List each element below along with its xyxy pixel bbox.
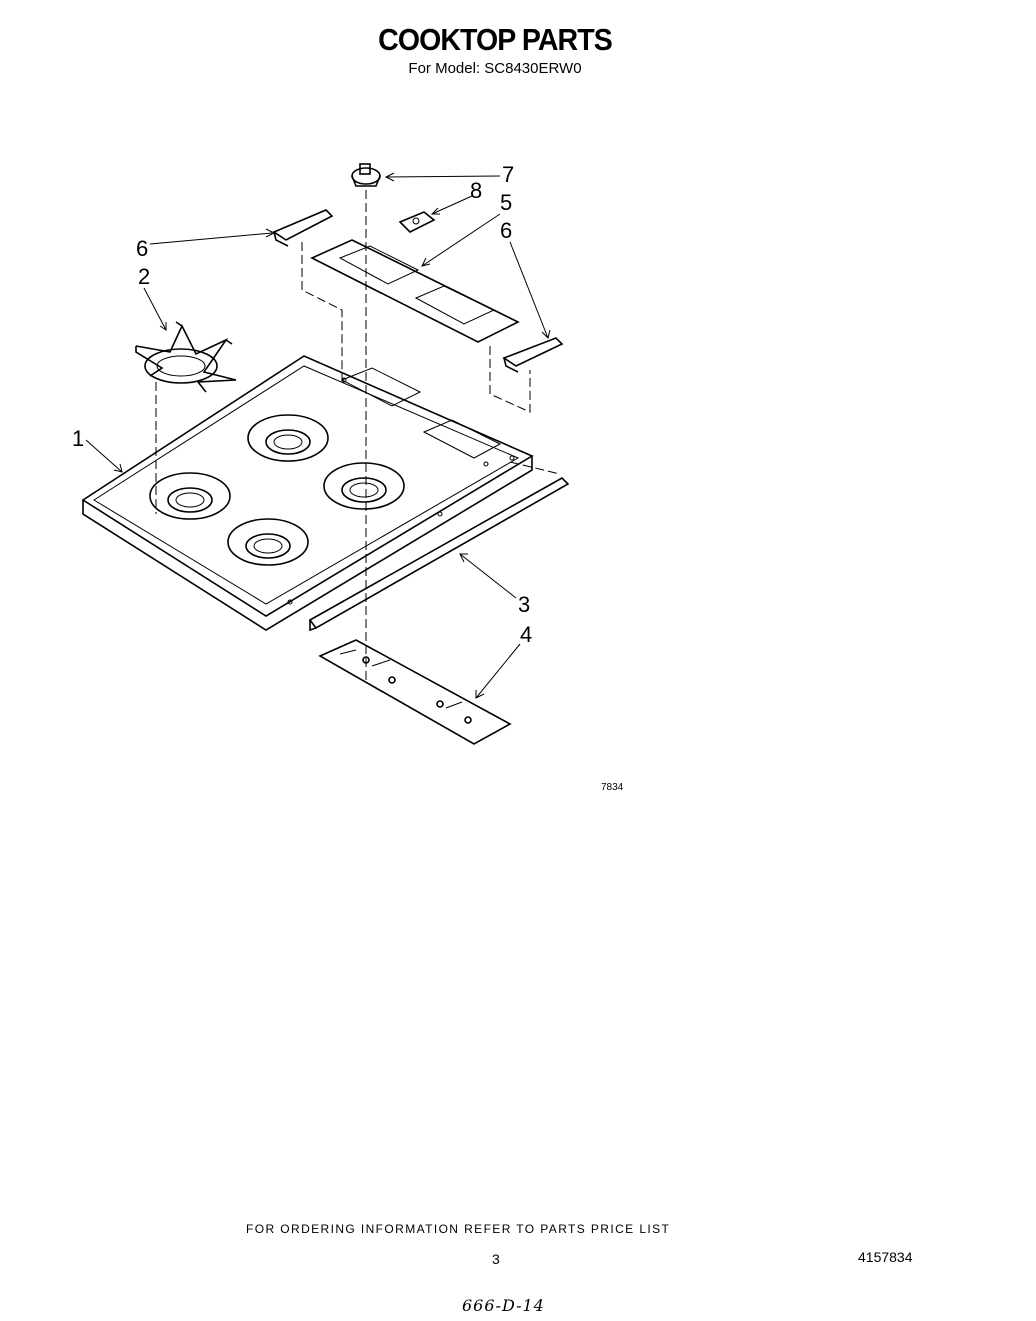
page-number: 3 — [492, 1251, 500, 1267]
burner-well-left-front — [149, 472, 231, 520]
callout-2: 2 — [138, 264, 150, 289]
ordering-note: FOR ORDERING INFORMATION REFER TO PARTS … — [246, 1222, 671, 1236]
burner-grate — [135, 321, 237, 393]
panel-end-cap-right — [502, 337, 564, 373]
page-title: COOKTOP PARTS — [378, 22, 613, 57]
assembly-lines — [155, 190, 561, 680]
callout-3: 3 — [518, 592, 530, 617]
mounting-bracket — [318, 639, 512, 745]
knob-clip — [398, 211, 436, 233]
control-knob — [351, 163, 381, 187]
figure-code: 7834 — [601, 782, 624, 793]
callout-4: 4 — [520, 622, 532, 647]
document-number: 4157834 — [858, 1249, 913, 1265]
handwritten-note: 666-D-14 — [462, 1296, 545, 1315]
callout-7: 7 — [502, 162, 514, 187]
callout-6-right: 6 — [500, 218, 512, 243]
front-trim-strip — [308, 477, 570, 632]
callout-5: 5 — [500, 190, 512, 215]
callout-8: 8 — [470, 178, 482, 203]
burner-well-right-front — [227, 518, 309, 566]
callout-1: 1 — [72, 426, 84, 451]
model-subtitle: For Model: SC8430ERW0 — [408, 60, 582, 77]
leader-lines — [85, 172, 551, 699]
cooktop-main-top — [81, 355, 534, 631]
panel-end-cap-left — [272, 209, 334, 247]
burner-well-right-rear — [323, 462, 405, 510]
control-panel-frame — [310, 239, 520, 343]
callout-6-left: 6 — [136, 236, 148, 261]
burner-well-left-rear — [247, 414, 329, 462]
